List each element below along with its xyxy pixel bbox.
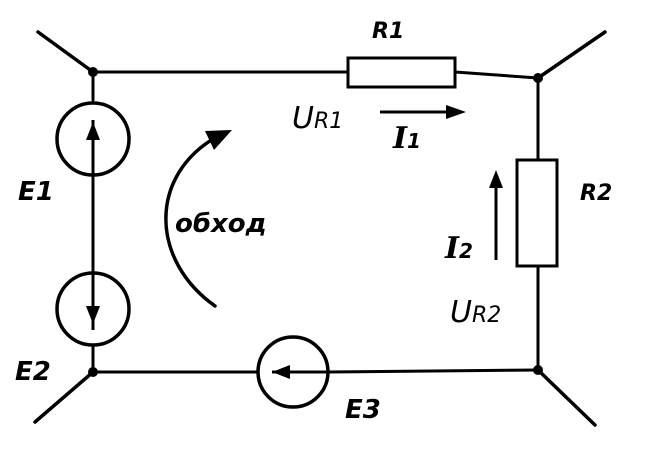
node-bottom-left bbox=[88, 367, 98, 377]
node-top-left bbox=[88, 67, 98, 77]
label-r1: R1 bbox=[372, 19, 404, 44]
label-e3: E3 bbox=[345, 395, 381, 425]
resistor-r1 bbox=[346, 56, 457, 89]
label-e1: E1 bbox=[18, 177, 54, 207]
label-ur2: UR2 bbox=[450, 295, 501, 330]
label-ur1: UR1 bbox=[292, 101, 343, 136]
label-e2: E2 bbox=[15, 357, 51, 387]
label-i2: I2 bbox=[444, 231, 473, 266]
source-e1 bbox=[55, 101, 131, 178]
label-i1: I1 bbox=[392, 121, 421, 156]
resistor-r2 bbox=[515, 158, 559, 268]
branch-bottom-right bbox=[536, 368, 597, 427]
loop-direction-arrow bbox=[164, 130, 232, 308]
source-e2 bbox=[55, 271, 131, 347]
current-i1-arrow bbox=[380, 105, 466, 119]
source-e3 bbox=[256, 335, 330, 409]
branch-bottom-left bbox=[33, 370, 95, 424]
node-bottom-right bbox=[533, 365, 543, 375]
branch-top-left bbox=[36, 30, 95, 74]
bottom-wire-right bbox=[326, 368, 540, 374]
top-wire-right bbox=[453, 70, 540, 80]
node-top-right bbox=[533, 73, 543, 83]
label-r2: R2 bbox=[580, 181, 612, 206]
branch-top-right bbox=[536, 30, 607, 80]
label-loop: обход bbox=[175, 209, 267, 239]
current-i2-arrow bbox=[489, 170, 503, 260]
